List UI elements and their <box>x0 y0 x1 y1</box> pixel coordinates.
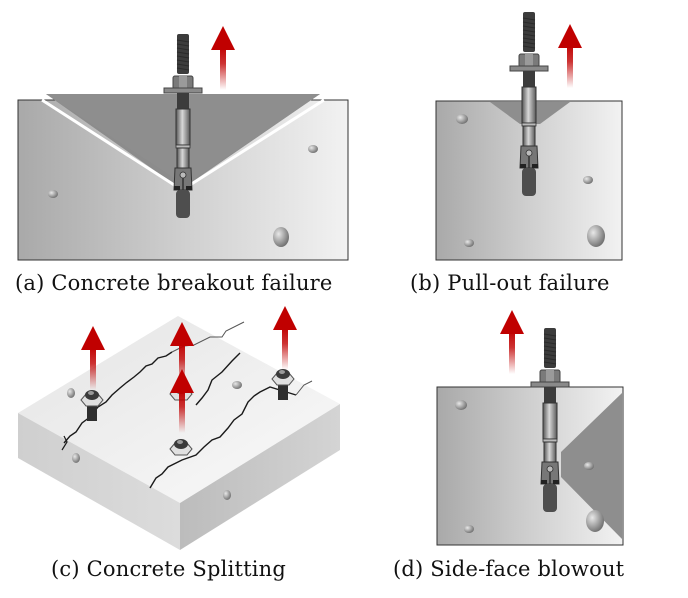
crack-line <box>149 386 297 489</box>
aggregate-pebble <box>67 388 75 398</box>
panel-c-concrete-splitting <box>18 306 340 550</box>
panel-a-concrete-breakout <box>17 26 349 261</box>
aggregate-pebble <box>232 381 242 389</box>
panel-b-pull-out <box>435 11 623 261</box>
crack-line <box>61 435 68 451</box>
aggregate-pebble <box>584 462 594 470</box>
tension-arrow <box>558 24 582 88</box>
aggregate-pebble <box>455 400 467 410</box>
aggregate-pebble <box>583 176 593 184</box>
tension-arrow <box>211 26 235 90</box>
panel-d-side-face-blowout <box>436 310 624 546</box>
aggregate-pebble <box>72 453 80 463</box>
slab-front-face <box>18 413 180 550</box>
aggregate-pebble <box>48 190 58 198</box>
crack-line <box>63 351 173 444</box>
caption-panel-c: (c) Concrete Splitting <box>51 557 287 581</box>
tension-arrow <box>500 310 524 374</box>
crack-line <box>295 380 313 396</box>
aggregate-pebble <box>464 239 474 247</box>
crack-line <box>195 352 241 406</box>
caption-panel-a: (a) Concrete breakout failure <box>15 271 333 295</box>
aggregate-pebble <box>308 145 318 153</box>
caption-panel-b: (b) Pull-out failure <box>410 271 610 295</box>
aggregate-pebble <box>464 525 474 533</box>
tension-arrow <box>273 306 297 370</box>
aggregate-pebble <box>273 227 289 247</box>
caption-panel-d: (d) Side-face blowout <box>393 557 625 581</box>
aggregate-pebble <box>587 225 605 247</box>
slab-side-face <box>180 404 340 550</box>
aggregate-pebble <box>586 510 604 532</box>
aggregate-pebble <box>223 490 231 500</box>
aggregate-pebble <box>456 114 468 124</box>
